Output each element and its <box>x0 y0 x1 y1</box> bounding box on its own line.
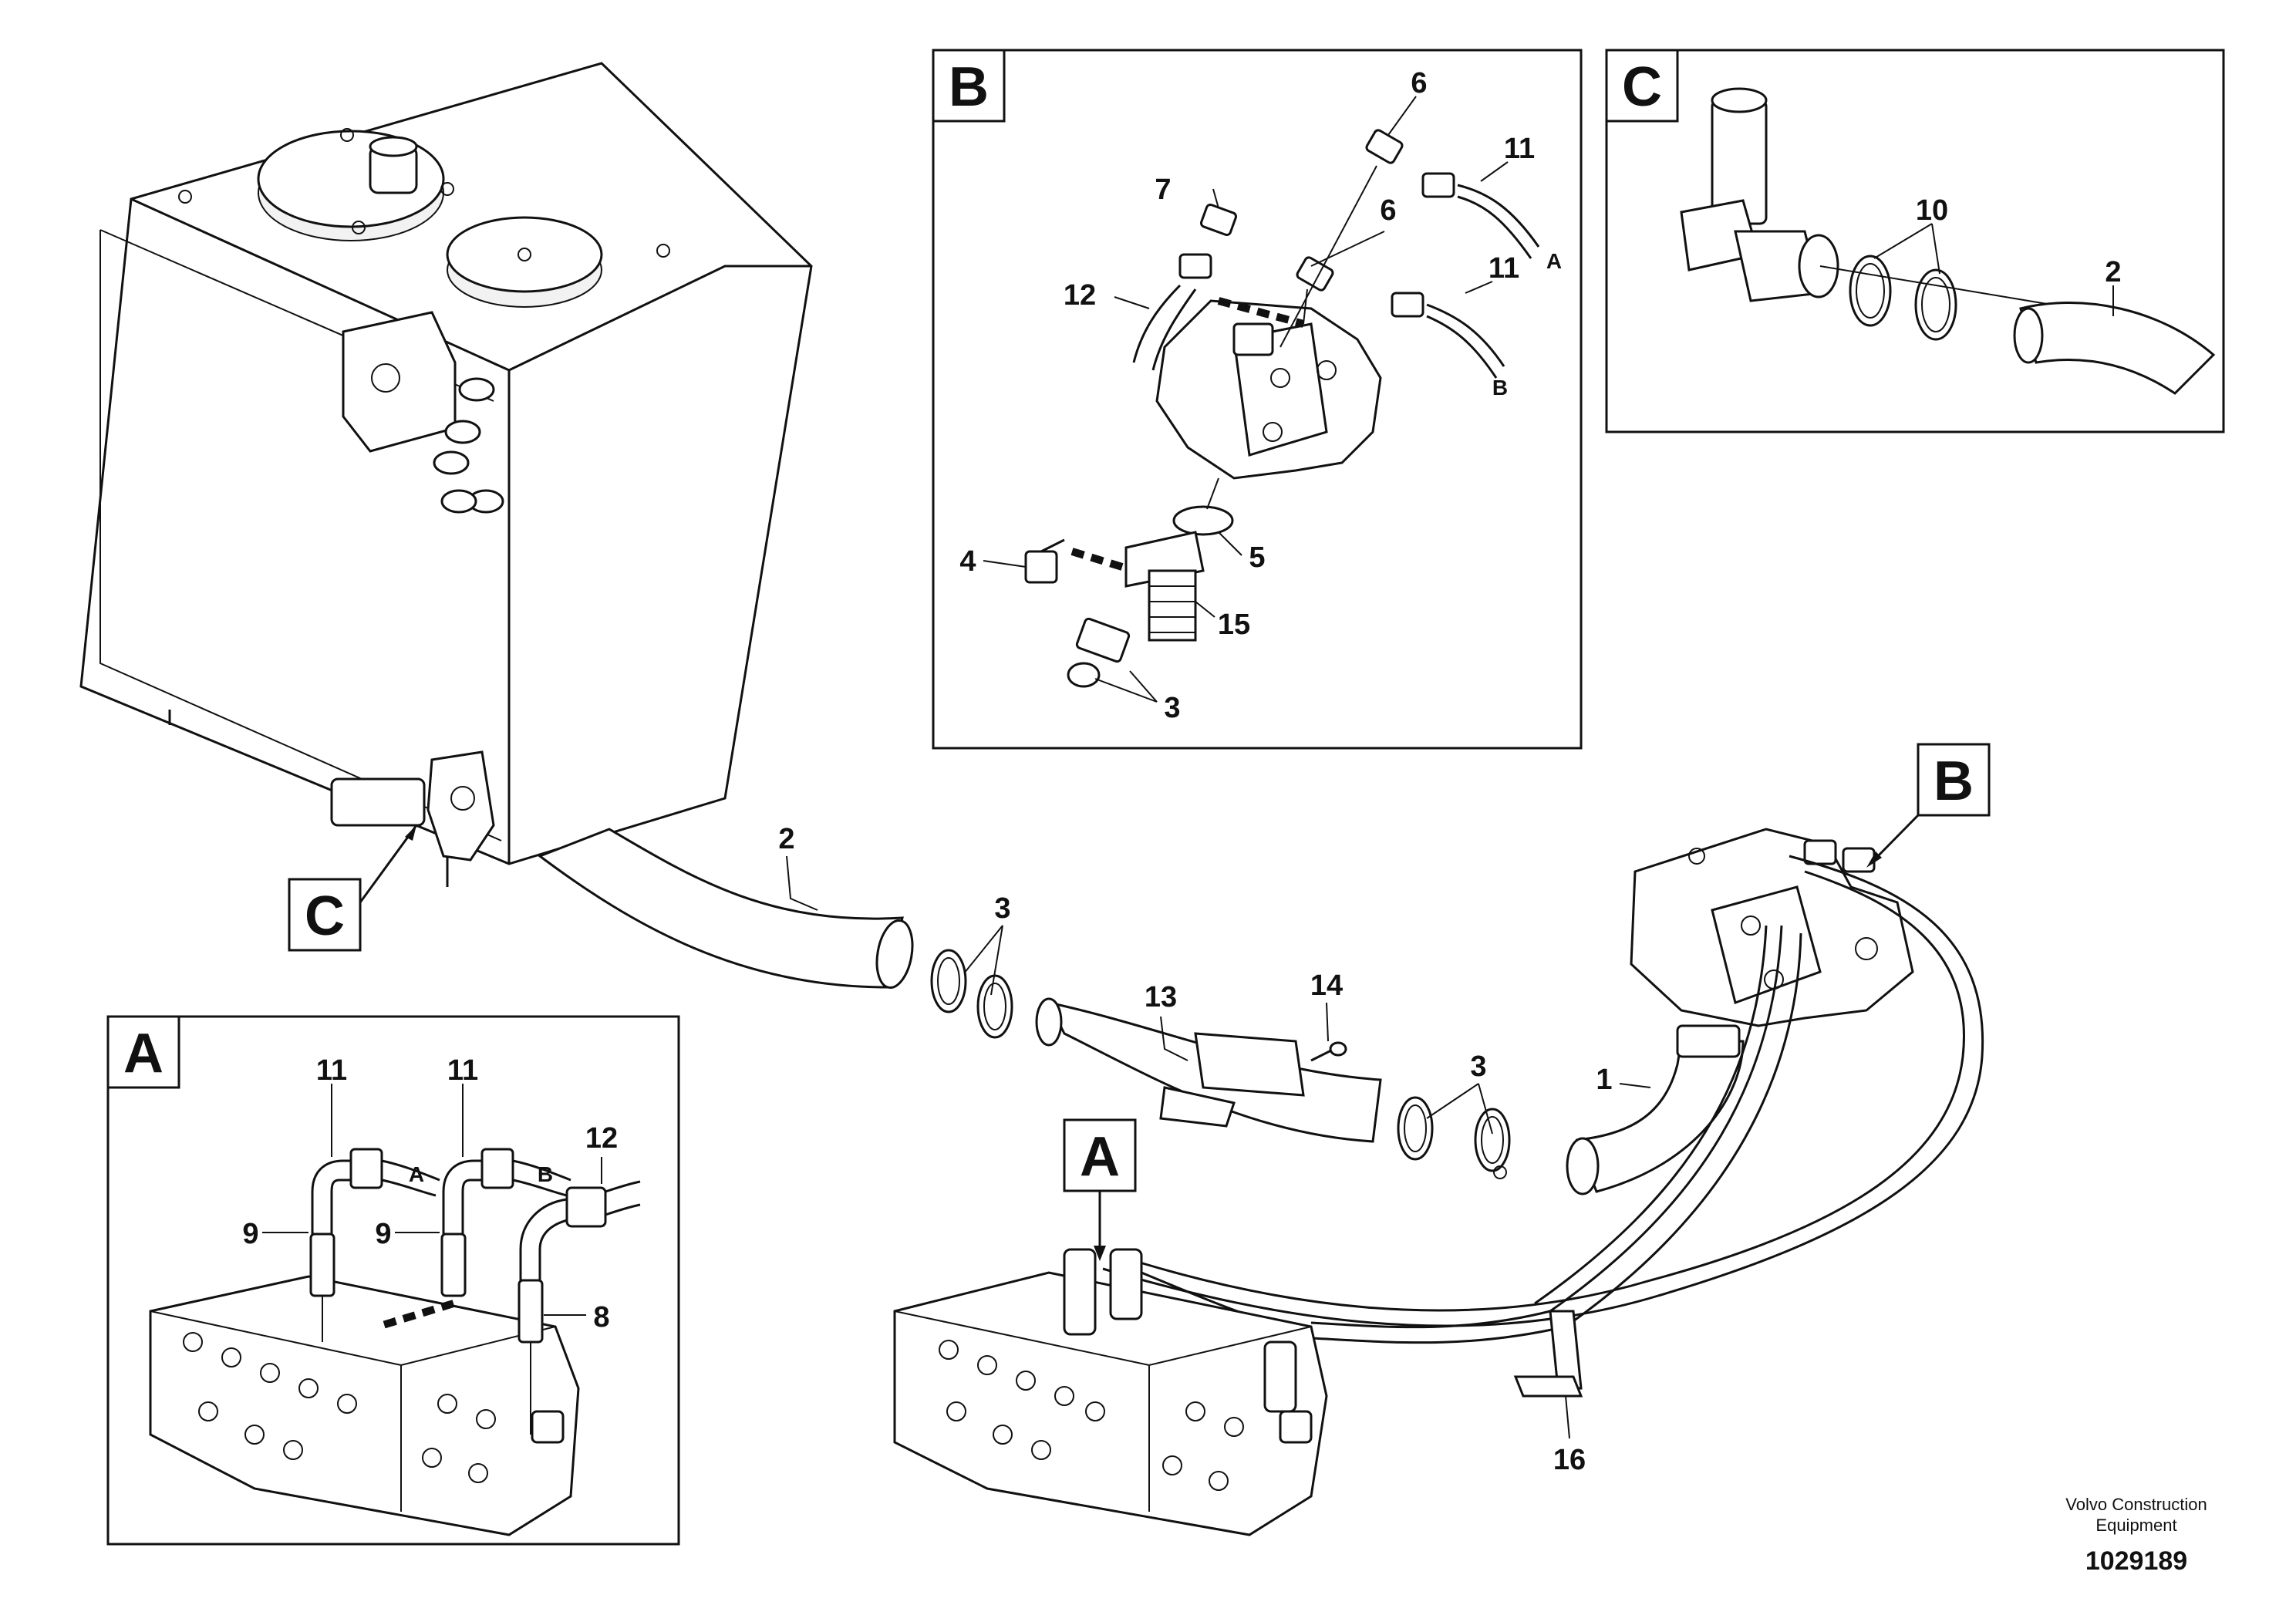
label-hose-1: 1 <box>1596 1064 1612 1096</box>
leader-lines <box>262 96 2114 1439</box>
label-b-flange-15: 15 <box>1218 609 1250 641</box>
footer-company-line2: Equipment <box>2095 1516 2176 1535</box>
label-screw-14: 14 <box>1310 969 1343 1002</box>
label-b-clamp-3: 3 <box>1164 692 1180 724</box>
label-clamp-3: 3 <box>994 892 1010 925</box>
label-b-hose-11a: 11 <box>1504 133 1535 165</box>
detail-letter-c: C <box>1622 56 1662 118</box>
pressure-hoses <box>1102 855 1984 1398</box>
label-b-fitting-6b: 6 <box>1380 194 1396 227</box>
label-hose-2: 2 <box>778 823 794 855</box>
label-bracket-16: 16 <box>1553 1444 1586 1476</box>
hydraulic-tank <box>79 62 813 887</box>
label-b-screw-4: 4 <box>959 545 976 578</box>
detail-letter-a: A <box>123 1023 164 1084</box>
label-hose-13: 13 <box>1145 981 1177 1013</box>
callout-letter-b: B <box>1934 750 1974 812</box>
label-b-fitting-7: 7 <box>1155 174 1171 206</box>
hydraulic-pump <box>1630 828 1914 1027</box>
label-b-hose-11b: 11 <box>1489 252 1519 285</box>
callout-a <box>1063 1118 1137 1261</box>
callout-letter-a: A <box>1080 1126 1120 1188</box>
port-label-b-box-a: B <box>538 1162 553 1186</box>
label-a-adapter-8: 8 <box>593 1301 609 1334</box>
label-c-hose-2: 2 <box>2105 256 2121 288</box>
port-label-b-box-b: B <box>1492 376 1508 400</box>
detail-letter-b: B <box>949 56 989 118</box>
label-a-hose-11a: 11 <box>316 1054 347 1087</box>
label-c-clamp-10: 10 <box>1916 194 1948 227</box>
label-a-adapter-9b: 9 <box>375 1218 391 1250</box>
label-a-hose-12: 12 <box>585 1122 618 1155</box>
callout-c <box>288 824 418 952</box>
detail-box-b <box>932 49 1583 750</box>
port-label-a-box-b: A <box>1546 249 1562 273</box>
callout-letter-c: C <box>305 885 345 947</box>
control-valve <box>893 1248 1328 1536</box>
detail-box-c <box>1605 49 2225 433</box>
label-b-fitting-6a: 6 <box>1411 67 1427 99</box>
label-a-hose-11b: 11 <box>447 1054 478 1087</box>
label-clamp-3b: 3 <box>1470 1050 1486 1083</box>
detail-box-a <box>106 1015 680 1546</box>
port-label-a-box-a: A <box>409 1162 424 1186</box>
label-b-hose-12: 12 <box>1064 279 1096 312</box>
callout-b <box>1866 743 1991 868</box>
drawing-number: 1029189 <box>2085 1546 2187 1576</box>
label-a-adapter-9a: 9 <box>242 1218 258 1250</box>
footer-company-line1: Volvo Construction <box>2065 1495 2207 1514</box>
suction-hose-line <box>537 828 1745 1195</box>
label-b-oring-5: 5 <box>1249 541 1265 574</box>
